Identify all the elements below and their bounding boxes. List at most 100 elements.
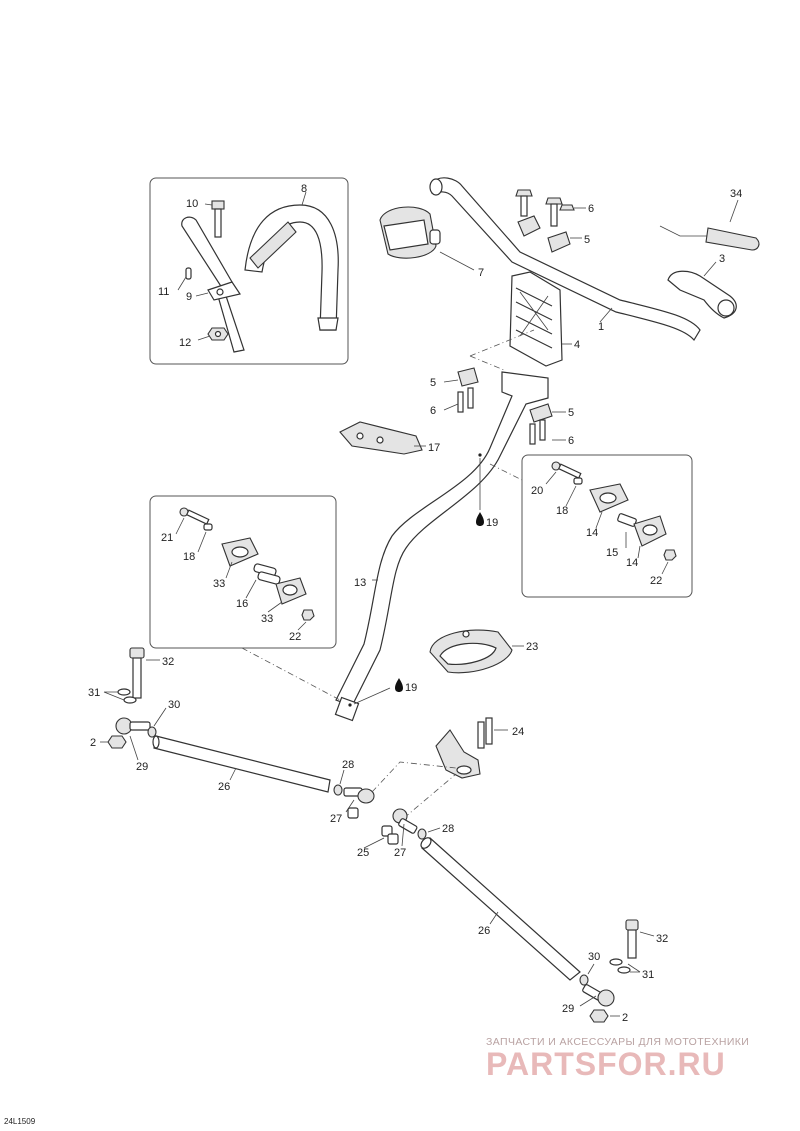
callout-18-left: 18 [183, 551, 195, 563]
part-plate-17 [339, 421, 423, 455]
callout-31-left: 31 [88, 687, 100, 699]
part-riser-4 [509, 271, 563, 367]
part-bolt-6-mid-b [529, 419, 546, 445]
callout-6-top: 6 [588, 203, 594, 215]
callout-11: 11 [158, 286, 169, 298]
callout-23: 23 [526, 641, 538, 653]
watermark-logo: PARTSFOR.RU [486, 1046, 726, 1082]
part-tie-rod-end-29-left [115, 717, 151, 735]
part-sleeve-18-right [573, 477, 583, 485]
callout-30-left: 30 [168, 699, 180, 711]
callout-29-right: 29 [562, 1003, 574, 1015]
grease-drop-icon [476, 512, 484, 526]
callout-5-mid-b: 5 [568, 407, 574, 419]
callout-12: 12 [179, 337, 191, 349]
part-bolt-20 [551, 461, 582, 479]
callout-32-left: 32 [162, 656, 174, 668]
part-spacers-25 [347, 807, 399, 845]
part-clamp-5-mid-b [529, 403, 553, 423]
part-support-23 [429, 629, 513, 674]
part-ball-joint-27-left [343, 787, 375, 804]
callout-28-right: 28 [442, 823, 454, 835]
part-tie-rod-end-29-right [582, 984, 615, 1007]
callout-1: 1 [598, 321, 604, 333]
callout-33-b: 33 [261, 613, 273, 625]
part-nut-12 [207, 327, 229, 341]
callout-17: 17 [428, 442, 440, 454]
callout-4: 4 [574, 339, 580, 351]
callout-6-mid-b: 6 [568, 435, 574, 447]
callout-13: 13 [354, 577, 366, 589]
part-bolt-6-top-c [559, 204, 575, 211]
part-nut-2-left [107, 735, 127, 749]
part-bolt-32-left [129, 647, 145, 699]
callout-32-right: 32 [656, 933, 668, 945]
callout-2-right: 2 [622, 1012, 628, 1024]
callout-5-mid-a: 5 [430, 377, 436, 389]
part-nut-30-left [147, 726, 157, 738]
part-nut-28-right [417, 828, 427, 840]
lube-point [478, 453, 482, 457]
part-ball-joint-27-right [392, 808, 418, 834]
callout-18-right: 18 [556, 505, 568, 517]
part-nut-28-left [333, 784, 343, 796]
callout-5-top: 5 [584, 234, 590, 246]
part-bolt-21 [179, 507, 210, 525]
part-washers-31-left [117, 688, 137, 704]
part-nut-30-right [579, 974, 589, 986]
lube-point-lower [348, 703, 352, 707]
part-block-14-right-b [633, 515, 667, 547]
part-sleeve-18-left [203, 523, 213, 531]
callout-22-left: 22 [289, 631, 301, 643]
part-handlebar-1 [429, 177, 701, 342]
part-pin-11 [185, 267, 192, 280]
part-bolt-6-top-a [515, 189, 533, 217]
part-bolt-6-top-b [545, 197, 563, 227]
part-bolt-32-right [625, 919, 639, 959]
callout-19-upper: 19 [486, 517, 498, 529]
part-clamp-5-top-a [517, 215, 541, 237]
callout-20: 20 [531, 485, 543, 497]
callout-33-a: 33 [213, 578, 225, 590]
callout-31-right: 31 [642, 969, 654, 981]
part-bolt-10 [211, 200, 225, 238]
part-steering-arm-24 [435, 717, 493, 779]
part-washers-31-right [609, 958, 631, 974]
part-clamp-5-top-b [547, 231, 571, 253]
callout-27-right: 27 [394, 847, 406, 859]
part-block-33-b [275, 577, 307, 605]
detail-box-lower-bushing [149, 495, 337, 649]
part-block-14-right-a [589, 483, 629, 513]
callout-21: 21 [161, 532, 173, 544]
part-steering-column-13 [334, 371, 549, 722]
callout-30-right: 30 [588, 951, 600, 963]
callout-15: 15 [606, 547, 618, 559]
callout-29-left: 29 [136, 761, 148, 773]
callout-9: 9 [186, 291, 192, 303]
part-clamp-9 [207, 281, 241, 301]
callout-22-right: 22 [650, 575, 662, 587]
callout-26-left: 26 [218, 781, 230, 793]
callout-25: 25 [357, 847, 369, 859]
watermark: ЗАПЧАСТИ И АКСЕССУАРЫ ДЛЯ МОТОТЕХНИКИ PA… [486, 1036, 782, 1083]
part-tie-rod-26-right [420, 837, 581, 981]
callout-24: 24 [512, 726, 524, 738]
callout-28-left: 28 [342, 759, 354, 771]
callout-6-mid-a: 6 [430, 405, 436, 417]
callout-3: 3 [719, 253, 725, 265]
part-bushing-16 [253, 563, 281, 585]
part-nut-22-right [663, 549, 677, 561]
detail-box-upper-bushing [521, 454, 693, 598]
part-heater-wire-34 [659, 225, 760, 251]
callout-2-left: 2 [90, 737, 96, 749]
callout-16: 16 [236, 598, 248, 610]
callout-26-right: 26 [478, 925, 490, 937]
part-block-33-a [221, 537, 259, 567]
callout-19-lower: 19 [405, 682, 417, 694]
part-nut-22-left [301, 609, 315, 621]
callout-14-right-a: 14 [586, 527, 598, 539]
callout-8: 8 [301, 183, 307, 195]
diagram-code: 24L1509 [4, 1117, 36, 1126]
part-handlebar-pad-7 [379, 206, 441, 259]
